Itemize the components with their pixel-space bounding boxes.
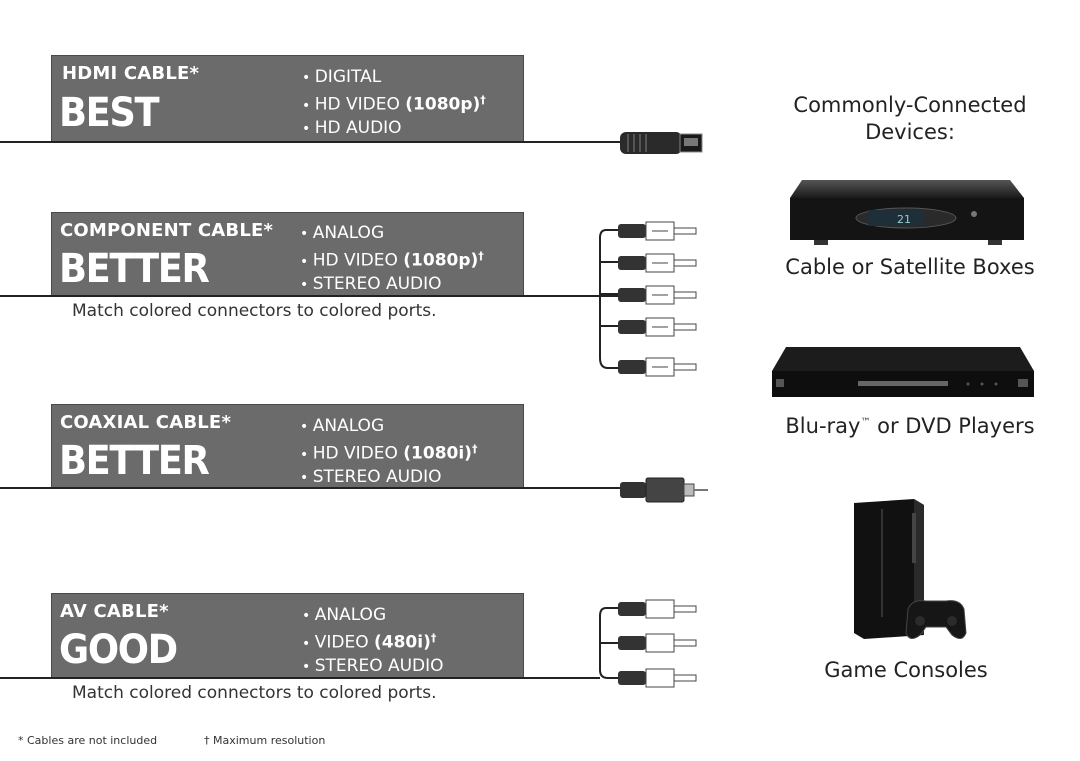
connector-note: Match colored connectors to colored port… — [72, 301, 437, 321]
spec-item: ANALOG — [300, 415, 477, 438]
set-top-box-icon: 21 — [790, 180, 1024, 245]
svg-text:21: 21 — [897, 213, 911, 226]
devices-heading: Commonly-Connected Devices: — [793, 93, 1027, 144]
footnote-dagger: † Maximum resolution — [204, 734, 326, 747]
spec-item: STEREO AUDIO — [300, 466, 477, 489]
spec-item: HD VIDEO (1080p)† — [302, 89, 486, 117]
connector-note: Match colored connectors to colored port… — [72, 683, 437, 703]
game-console-icon — [854, 499, 967, 639]
blu-ray-player-icon — [772, 347, 1034, 397]
spec-item: STEREO AUDIO — [300, 273, 484, 296]
cable-rating: GOOD — [59, 627, 178, 673]
cable-name: AV CABLE* — [60, 601, 169, 622]
component-cable-panel: COMPONENT CABLE* BETTER ANALOG HD VIDEO … — [51, 212, 524, 296]
cable-rating: BETTER — [59, 438, 210, 484]
spec-item: ANALOG — [300, 222, 484, 245]
spec-item: HD AUDIO — [302, 117, 486, 140]
cable-line — [0, 295, 622, 297]
spec-list: ANALOG HD VIDEO (1080p)† STEREO AUDIO — [300, 222, 484, 296]
cable-rating: BEST — [59, 90, 160, 136]
spec-list: DIGITAL HD VIDEO (1080p)† HD AUDIO — [302, 66, 486, 140]
device-label: Game Consoles — [824, 658, 988, 682]
spec-list: ANALOG VIDEO (480i)† STEREO AUDIO — [302, 604, 444, 678]
rca-plugs — [618, 599, 697, 688]
footnote-asterisk: * Cables are not included — [18, 734, 158, 747]
cable-name: COAXIAL CABLE* — [60, 412, 232, 433]
av-cable-panel: AV CABLE* GOOD ANALOG VIDEO (480i)† STER… — [51, 593, 524, 678]
cable-line — [0, 487, 622, 489]
cable-name: COMPONENT CABLE* — [60, 220, 274, 241]
cable-name: HDMI CABLE* — [62, 63, 200, 84]
spec-list: ANALOG HD VIDEO (1080i)† STEREO AUDIO — [300, 415, 478, 489]
coaxial-connector-icon — [620, 477, 708, 503]
av-connectors-icon — [599, 599, 697, 688]
hdmi-connector-icon — [620, 132, 703, 154]
cable-line — [0, 677, 600, 679]
coaxial-cable-panel: COAXIAL CABLE* BETTER ANALOG HD VIDEO (1… — [51, 404, 524, 488]
spec-item: STEREO AUDIO — [302, 655, 444, 678]
hdmi-cable-panel: HDMI CABLE* BEST DIGITAL HD VIDEO (1080p… — [51, 55, 524, 142]
spec-item: ANALOG — [302, 604, 444, 627]
component-connectors-icon — [599, 221, 697, 377]
spec-item: HD VIDEO (1080i)† — [300, 438, 478, 466]
device-label: Blu-ray™ or DVD Players — [785, 414, 1035, 438]
spec-item: VIDEO (480i)† — [302, 627, 444, 655]
cable-line — [0, 141, 625, 143]
rca-plugs — [618, 221, 697, 377]
spec-item: HD VIDEO (1080p)† — [300, 245, 484, 273]
device-label: Cable or Satellite Boxes — [785, 255, 1035, 279]
spec-item: DIGITAL — [302, 66, 486, 89]
cable-rating: BETTER — [59, 246, 210, 292]
